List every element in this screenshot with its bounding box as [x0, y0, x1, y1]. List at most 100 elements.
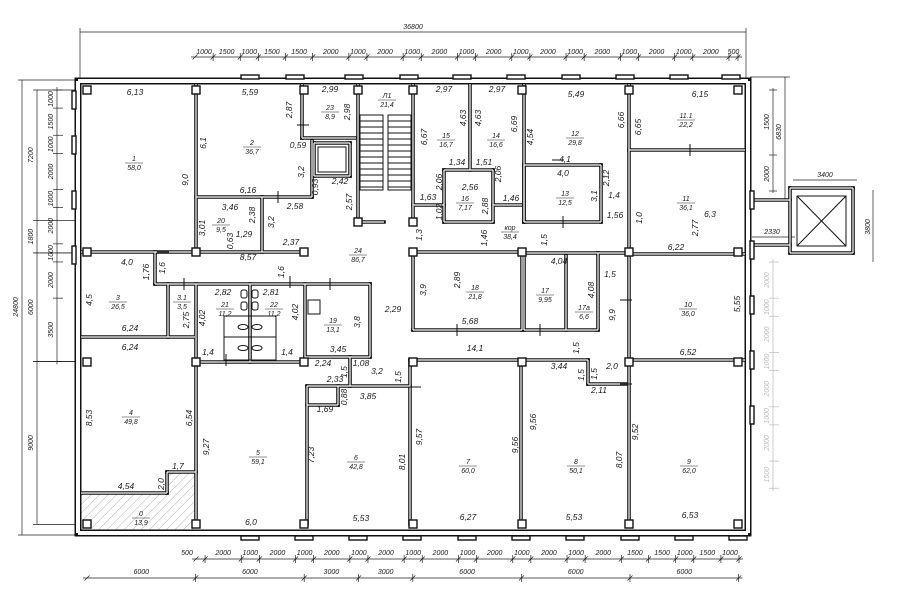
sink-icon: [251, 301, 259, 311]
dimension-label: 1000: [48, 191, 55, 207]
room-dimension-label: 6,65: [633, 118, 643, 135]
column: [733, 519, 743, 529]
dimension-label: 1000: [48, 245, 55, 261]
dimension-label: 1500: [48, 114, 55, 130]
room-number: 16: [461, 196, 469, 203]
window-pier: [457, 535, 477, 541]
room-area: 13,1: [326, 327, 340, 334]
room-number: кор: [504, 225, 515, 232]
dimension-label: 1000: [351, 550, 367, 557]
dimension-label: 2000: [214, 550, 231, 557]
window-pier: [399, 74, 419, 80]
room-dimension-label: 3,9: [418, 284, 428, 296]
room-dimension-label: 6,69: [509, 115, 519, 132]
room-dimension-label: 8,53: [84, 409, 94, 426]
column: [624, 357, 634, 367]
elevator-height-label: 3800: [865, 219, 872, 235]
room-dimension-label: 2,89: [452, 271, 462, 289]
room-area: 11,2: [267, 311, 280, 318]
room-dimension-label: 4,02: [197, 309, 207, 326]
room-dimension-label: 2,75: [181, 311, 191, 329]
room-area: 8,9: [325, 114, 335, 121]
window-pier: [294, 535, 314, 541]
room-dimension-label: 8,07: [614, 451, 624, 468]
room-dimension-label: 6,22: [668, 242, 685, 252]
room-dimension-label: 4,5: [84, 294, 94, 306]
dimension-label: 1000: [350, 49, 366, 56]
room-number: 20: [216, 218, 225, 225]
window-pier: [669, 74, 689, 80]
dimension-label: 1000: [459, 49, 475, 56]
room-number: 17а: [578, 305, 590, 312]
room-dimension-label: 1,3: [414, 229, 424, 241]
dimension-label: 1000: [677, 550, 693, 557]
window-pier: [71, 90, 77, 110]
room-dimension-label: 6,15: [692, 89, 709, 99]
room-dimension-label: 4,54: [525, 128, 535, 145]
room-dimension-label: 1,69: [317, 404, 334, 414]
room-dimension-label: 6,54: [184, 409, 194, 426]
room-dimension-label: 4,63: [473, 109, 483, 126]
column: [82, 247, 92, 257]
room-number: 3.1: [177, 295, 187, 302]
room-dimension-label: 0,88: [339, 388, 349, 405]
room-dimension-label: 2,99: [321, 84, 339, 94]
room-dimension-label: 6,0: [245, 517, 257, 527]
room-dimension-label: 9,9: [607, 309, 617, 321]
room-dimension-label: 3,45: [330, 344, 347, 354]
room-area: 21,8: [467, 294, 482, 301]
column: [408, 357, 418, 367]
room-number: 3: [116, 295, 120, 302]
room-dimension-label: 9,0: [180, 174, 190, 186]
dimension-label: 2000: [764, 381, 771, 398]
room-area: 3,5: [177, 304, 187, 311]
dimension-label: 2000: [764, 166, 771, 183]
room-area: 9,95: [538, 297, 552, 304]
room-dimension-label: 1,02: [434, 203, 444, 220]
dimension-label: 9000: [28, 435, 35, 451]
room-dimension-label: 5,68: [462, 316, 479, 326]
room-dimension-label: 3,85: [360, 391, 377, 401]
toilet-icon: [251, 324, 263, 330]
room-dimension-label: 1,5: [571, 342, 581, 354]
room-dimension-label: 6,24: [122, 342, 139, 352]
room-dimension-label: 9,56: [528, 413, 538, 430]
room-number: 14: [492, 133, 500, 140]
room-number: 1: [132, 156, 136, 163]
dimension-label: 1500: [654, 550, 670, 557]
overall-height-label: 24800: [13, 297, 20, 318]
window-pier: [344, 74, 364, 80]
dimension-label: 6000: [568, 569, 584, 576]
column: [353, 85, 363, 95]
room-dimension-label: 2,97: [435, 84, 453, 94]
column: [733, 85, 743, 95]
sink-icon: [307, 299, 321, 315]
dimension-label: 1500: [219, 49, 235, 56]
window-pier: [240, 74, 260, 80]
room-dimension-label: 0,63: [225, 232, 235, 249]
dimension-label: 1000: [405, 550, 421, 557]
dimension-label: 500: [728, 49, 740, 56]
room-dimension-label: 2,42: [331, 176, 349, 186]
room-area: 86,7: [351, 257, 366, 264]
room-dimension-label: 2,57: [344, 193, 354, 211]
window-pier: [749, 190, 755, 210]
dimension-label: 1000: [196, 49, 212, 56]
room-dimension-label: 5,49: [568, 89, 585, 99]
room-dimension-label: 1,5: [339, 366, 349, 378]
room-area: 11,2: [218, 311, 231, 318]
window-pier: [561, 74, 581, 80]
window-pier: [749, 405, 755, 425]
column: [733, 247, 743, 257]
dimension-label: 6000: [134, 569, 150, 576]
columns: [82, 85, 743, 529]
room-dimension-label: 1,63: [420, 192, 437, 202]
room-dimension-label: 2,12: [601, 169, 611, 187]
stair-flight: [359, 114, 384, 191]
room-number: 21: [220, 302, 229, 309]
window-pier: [728, 535, 748, 541]
window-pier: [402, 535, 422, 541]
dimension-label: 2000: [323, 550, 340, 557]
dimension-label: 1000: [622, 49, 638, 56]
room-area: 22,2: [678, 122, 693, 129]
